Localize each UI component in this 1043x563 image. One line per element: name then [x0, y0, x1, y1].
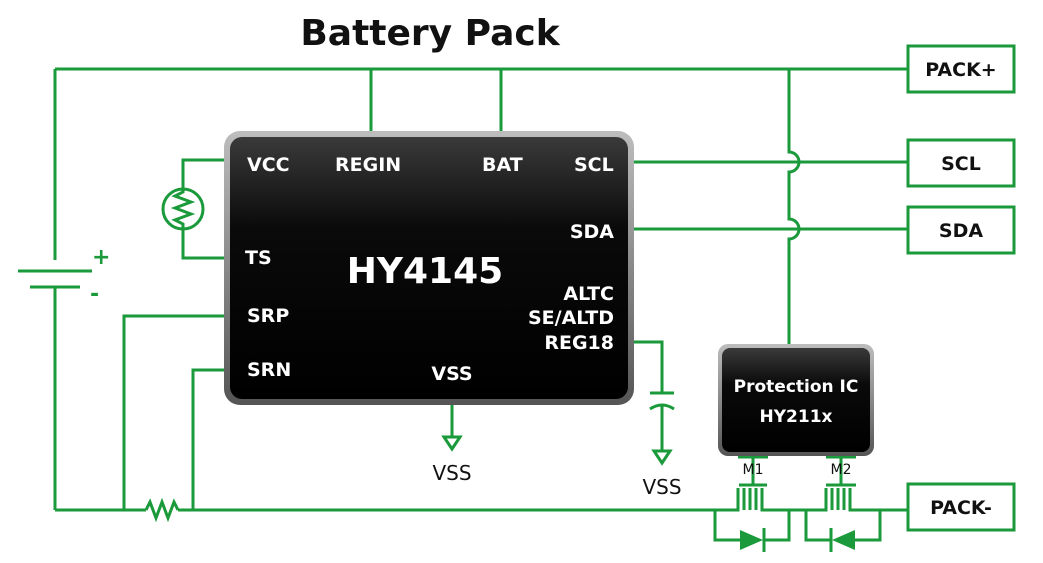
wire-vcc-thermistor [181, 158, 226, 180]
connector-pack-minus[interactable]: PACK- [906, 482, 1016, 532]
thermistor [161, 180, 205, 238]
mosfet-m2 [804, 455, 882, 552]
connector-scl[interactable]: SCL [906, 138, 1016, 188]
pin-vcc: VCC [247, 154, 290, 176]
wire-srp [122, 314, 226, 510]
wires [53, 67, 908, 552]
protection-ic: Protection IC HY211x [718, 344, 874, 456]
pin-altc: ALTC [563, 283, 614, 305]
protection-ic-part: HY211x [760, 407, 833, 427]
connector-pack-minus-label: PACK- [930, 497, 992, 519]
ground-vss-1-label: VSS [432, 461, 471, 485]
connector-scl-label: SCL [941, 153, 981, 175]
connector-sda-label: SDA [939, 220, 983, 242]
sense-resistor [144, 497, 180, 523]
pin-regin: REGIN [335, 154, 401, 176]
pin-ts: TS [245, 247, 272, 269]
pin-bat: BAT [482, 154, 523, 176]
connector-pack-plus-label: PACK+ [925, 59, 996, 81]
diagram-title: Battery Pack [300, 13, 560, 54]
pin-reg18: REG18 [544, 332, 614, 354]
wire-protection-supply [787, 69, 801, 346]
pin-srn: SRN [247, 359, 291, 381]
mosfet-m1 [713, 455, 791, 552]
battery-plus-label: + [92, 245, 110, 270]
pin-sda: SDA [570, 221, 614, 243]
chip-name: HY4145 [347, 251, 503, 292]
pin-se-altd: SE/ALTD [528, 307, 614, 329]
mosfet-m1-label: M1 [743, 462, 764, 478]
main-chip: VCC REGIN BAT SCL SDA TS HY4145 ALTC SE/… [224, 131, 634, 405]
wire-srn [191, 368, 226, 510]
pin-scl: SCL [574, 154, 614, 176]
mosfet-m2-label: M2 [831, 462, 852, 478]
wire-reg18 [630, 340, 664, 393]
ground-vss-2-symbol [651, 449, 673, 466]
battery-cell: + - [18, 245, 110, 307]
ground-vss-2-label: VSS [642, 475, 681, 499]
battery-minus-label: - [90, 282, 99, 307]
connector-sda[interactable]: SDA [906, 205, 1016, 255]
protection-ic-title: Protection IC [734, 377, 859, 397]
connector-pack-plus[interactable]: PACK+ [906, 44, 1016, 94]
ground-vss-1-symbol [441, 435, 463, 452]
wire-ts-thermistor [181, 238, 226, 260]
pin-vss: VSS [431, 363, 472, 385]
pin-srp: SRP [247, 305, 289, 327]
